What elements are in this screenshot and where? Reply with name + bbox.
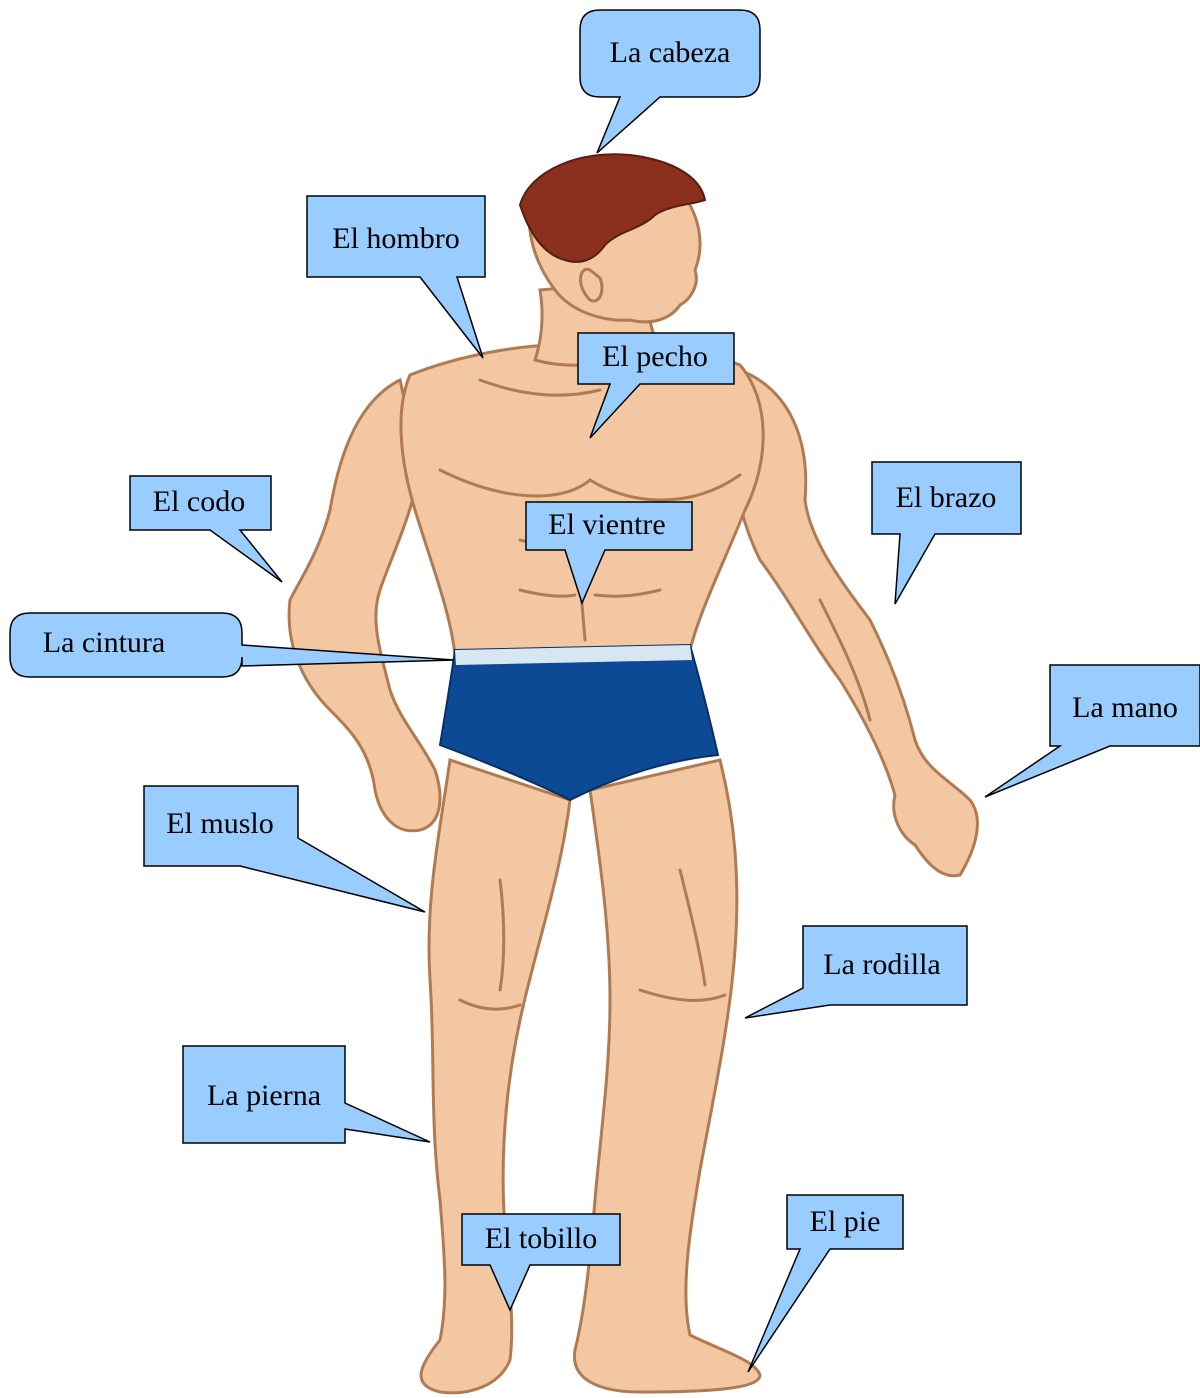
- callout-label-rodilla: La rodilla: [823, 948, 940, 981]
- callout-hombro: El hombro: [307, 196, 485, 358]
- callout-rodilla: La rodilla: [745, 926, 967, 1018]
- callout-label-pie: El pie: [810, 1205, 881, 1238]
- callout-label-pierna: La pierna: [207, 1079, 321, 1112]
- callout-label-tobillo: El tobillo: [485, 1222, 598, 1255]
- callout-label-codo: El codo: [153, 485, 245, 518]
- callout-label-hombro: El hombro: [332, 222, 460, 255]
- callout-label-pecho: El pecho: [602, 340, 708, 373]
- callout-pierna: La pierna: [183, 1046, 430, 1143]
- callout-cintura: La cintura: [10, 613, 454, 677]
- right-leg: [574, 760, 760, 1392]
- callout-label-brazo: El brazo: [896, 481, 997, 514]
- callout-label-muslo: El muslo: [166, 807, 274, 840]
- callout-pie: El pie: [748, 1195, 903, 1372]
- right-arm: [730, 370, 977, 876]
- callout-label-cintura: La cintura: [43, 626, 165, 659]
- callout-label-mano: La mano: [1072, 691, 1178, 724]
- callout-mano: La mano: [985, 665, 1200, 797]
- callout-label-vientre: El vientre: [548, 508, 665, 541]
- callout-codo: El codo: [130, 476, 282, 582]
- callout-brazo: El brazo: [872, 462, 1021, 604]
- callout-cabeza: La cabeza: [580, 10, 760, 153]
- callout-label-cabeza: La cabeza: [610, 36, 731, 69]
- left-leg: [421, 760, 570, 1393]
